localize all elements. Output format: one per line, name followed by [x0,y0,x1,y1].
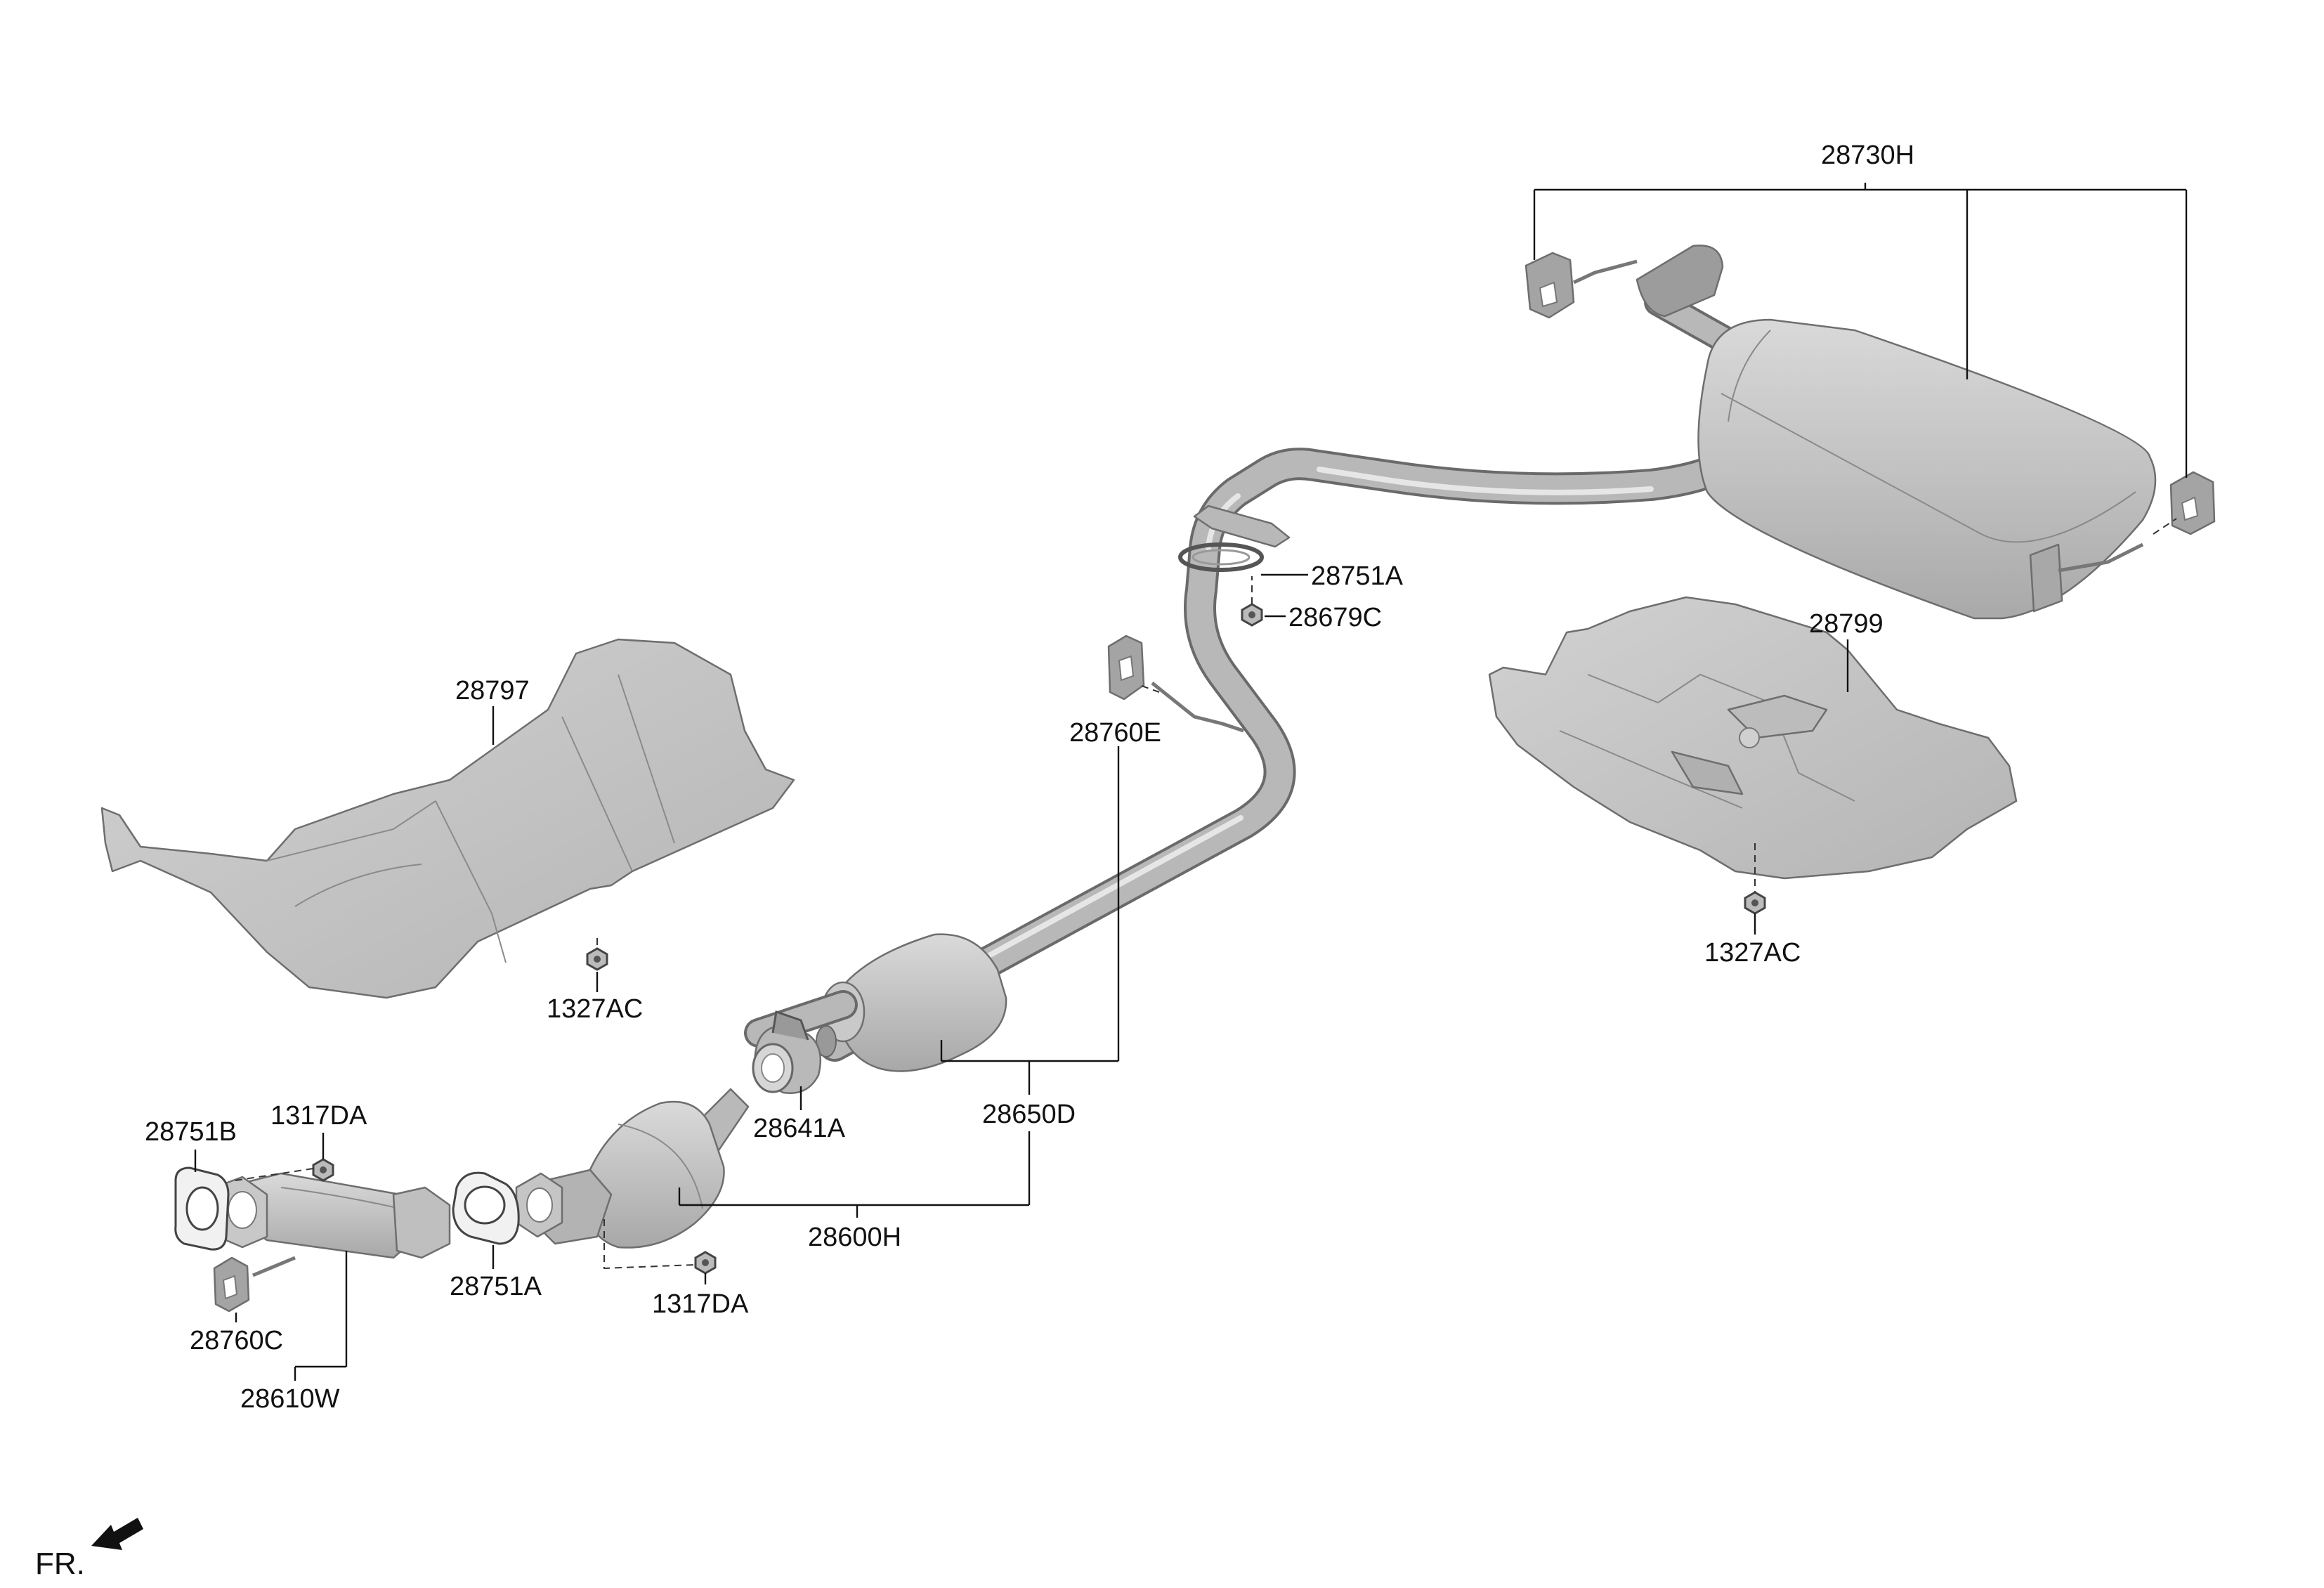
label-28650D[interactable]: 28650D [982,1100,1076,1129]
label-28751A-bottom[interactable]: 28751A [450,1272,542,1301]
rear-muffler[interactable] [1636,245,2157,620]
front-gasket[interactable] [452,1171,520,1245]
muffler-hanger-right[interactable] [2058,471,2216,573]
label-1317DA-bottom[interactable]: 1317DA [652,1289,749,1319]
front-direction-indicator: FR. [35,1518,143,1581]
label-28679C[interactable]: 28679C [1288,603,1382,632]
part-labels: 28730H 28751A 28679C 28760E 28799 28797 … [145,141,1914,1414]
front-pipe[interactable] [213,1172,451,1259]
label-28641A[interactable]: 28641A [753,1114,846,1143]
front-arrow-icon [91,1518,143,1550]
flange-nut-front-top[interactable] [312,1158,334,1182]
muffler-hanger-left[interactable] [1525,252,1638,319]
label-1317DA-top[interactable]: 1317DA [270,1101,367,1131]
front-heat-shield[interactable] [100,638,795,999]
shield-nut-left[interactable] [586,947,608,971]
leader-lines [194,183,2188,1381]
dashed-lines [235,518,2177,1270]
front-flange-gasket[interactable] [174,1166,230,1251]
shield-nut-right[interactable] [1744,891,1766,915]
label-28730H[interactable]: 28730H [1821,141,1914,170]
catalytic-converter[interactable] [515,1088,750,1249]
center-hanger[interactable] [1107,634,1244,733]
label-28799[interactable]: 28799 [1809,609,1884,639]
rear-flange[interactable] [1193,505,1291,548]
label-1327AC-right[interactable]: 1327AC [1704,938,1801,968]
front-direction-label: FR. [35,1547,85,1581]
label-28751A-top[interactable]: 28751A [1311,561,1404,591]
rear-gasket[interactable] [1178,542,1264,572]
label-28797[interactable]: 28797 [455,676,530,705]
flange-nut[interactable] [1241,603,1263,627]
label-1327AC-left[interactable]: 1327AC [547,994,643,1024]
label-28751B[interactable]: 28751B [145,1117,237,1147]
front-hanger[interactable] [213,1256,296,1313]
rear-heat-shield[interactable] [1488,596,2018,880]
label-28760E[interactable]: 28760E [1069,718,1161,748]
pipe-clamp[interactable] [752,1010,822,1094]
label-28600H[interactable]: 28600H [808,1223,901,1252]
flange-nut-front-bottom[interactable] [694,1251,717,1275]
label-28760C[interactable]: 28760C [190,1326,283,1355]
label-28610W[interactable]: 28610W [240,1384,340,1414]
